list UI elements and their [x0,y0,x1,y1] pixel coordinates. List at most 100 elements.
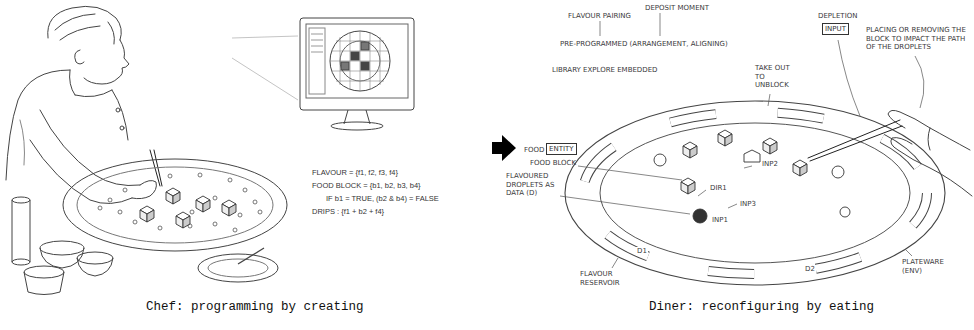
chef-figure [75,50,84,64]
kitchen-ware [77,258,113,276]
chef-figure [20,120,25,165]
direction-ticks [744,166,752,168]
monitor [330,41,390,81]
plateware [583,112,927,274]
plate-cubes [683,142,697,158]
plate-dots [258,210,262,214]
plate-dots [123,188,127,192]
monitor [309,28,325,94]
leader-lines [906,250,912,256]
monitor [300,18,414,130]
chef-figure [60,26,100,40]
monitor [351,52,359,60]
direction-ticks [698,190,706,196]
leader-lines [915,56,924,108]
kitchen-ware [208,259,268,277]
chef-plate-cubes [140,188,236,228]
leader-lines [768,94,770,106]
chef-figure [48,6,122,40]
chef-plate-cubes [196,196,210,212]
plate-dots [228,178,232,182]
droplets [654,154,666,166]
chef-plate-cubes [140,206,154,222]
leader-lines [600,21,601,36]
monitor [306,24,408,98]
plate-dots [98,173,262,232]
boxed-term: ENTITY [546,143,577,155]
chef-plate [63,159,287,251]
monitor [300,18,414,110]
code-line: FLAVOUR = {f1, f2, f3, f4} [312,168,398,177]
callout-label: DIR1 [710,184,727,193]
chef-plate-cubes [222,200,236,216]
annotation: PRE-PROGRAMMED (ARRANGEMENT, ALIGNING) [560,40,728,49]
plate-dots [118,210,122,214]
plate-dots [198,173,202,177]
annotation: PLACING OR REMOVING THE BLOCK TO IMPACT … [866,26,970,52]
kitchen-ware [40,241,84,255]
leader-lines [578,166,682,180]
plateware [583,112,927,274]
monitor [330,31,390,91]
annotation: LIBRARY EXPLORE EMBEDDED [552,66,657,75]
plate-dots [243,188,247,192]
diner-hand [808,110,972,196]
leader-lines [660,13,661,36]
plateware [565,101,945,285]
kitchen-ware [12,200,30,262]
sight-lines [232,58,298,100]
box-text: INPUT [825,25,846,33]
kitchen-ware [12,197,278,295]
transition-arrow [492,135,516,161]
chef-plate-cubes [176,212,190,228]
monitor [311,34,323,52]
panel-caption: Chef: programming by creating [146,300,364,315]
annotation: FOOD BLOCK [530,159,576,168]
leader-lines [838,40,860,116]
code-line: IF b1 = TRUE, (b2 & b4) = FALSE [326,194,439,203]
plate-dots [238,213,242,217]
plate-dots [158,226,162,230]
kitchen-ware [12,197,30,203]
callout-label: INP3 [740,200,756,209]
droplets [654,150,850,223]
plate-cubes [763,138,777,154]
diner-hand [928,128,930,150]
annotation: PLATEWARE (ENV) [902,258,962,275]
annotation: FOOD [524,146,544,155]
plateware [565,101,945,285]
chef-figure [75,90,112,97]
plate-dots [213,196,217,200]
monitor [361,62,369,70]
plate-dots [108,198,112,202]
leader-lines [560,13,924,268]
monitor [331,122,383,130]
plate-dots [253,200,257,204]
code-line: DRIPS : {f1 + b2 + f4} [312,207,384,216]
chef-figure [120,126,124,130]
plateware [600,123,910,263]
annotation: FLAVOURED DROPLETS AS DATA (D) [506,172,556,198]
plate-dots [233,228,237,232]
code-line: FOOD BLOCK = {b1, b2, b3, b4} [312,181,421,190]
droplets [693,209,707,223]
chef-figure [132,181,156,199]
droplets [832,166,844,178]
chef-figure [70,70,75,95]
annotation: DEPOSIT MOMENT [645,4,709,13]
chef-figure [6,70,70,180]
leader-lines [560,196,690,214]
annotation: DEPLETION [818,12,857,21]
monitor [341,62,349,70]
boxed-term: INPUT [822,23,849,35]
chef-figure [116,108,120,112]
direction-ticks [728,204,737,208]
diner-hand [808,120,902,161]
sight-lines [232,36,298,100]
plate-cubes [793,160,807,176]
plate-cubes [718,130,732,146]
annotation: FLAVOUR PAIRING [568,12,631,21]
